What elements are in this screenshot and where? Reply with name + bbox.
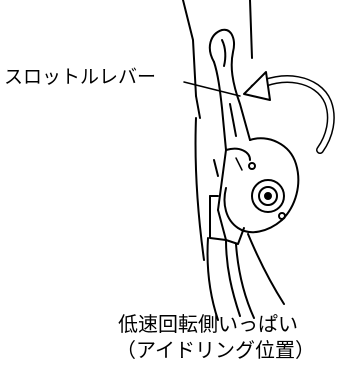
lever-leader-line	[183, 81, 241, 97]
idle-position-label-line1: 低速回転側いっぱい	[118, 312, 298, 336]
lever-housing	[209, 137, 300, 245]
throttle-lever-label: スロットルレバー	[4, 66, 157, 88]
idle-position-label-line2: （アイドリング位置）	[116, 338, 315, 362]
motion-arrow	[243, 71, 335, 154]
arrow-head	[243, 71, 271, 101]
control-cables	[194, 117, 285, 321]
pivot-bolt	[248, 162, 286, 220]
handlebar-tube	[182, 0, 253, 119]
throttle-lever	[208, 28, 251, 211]
